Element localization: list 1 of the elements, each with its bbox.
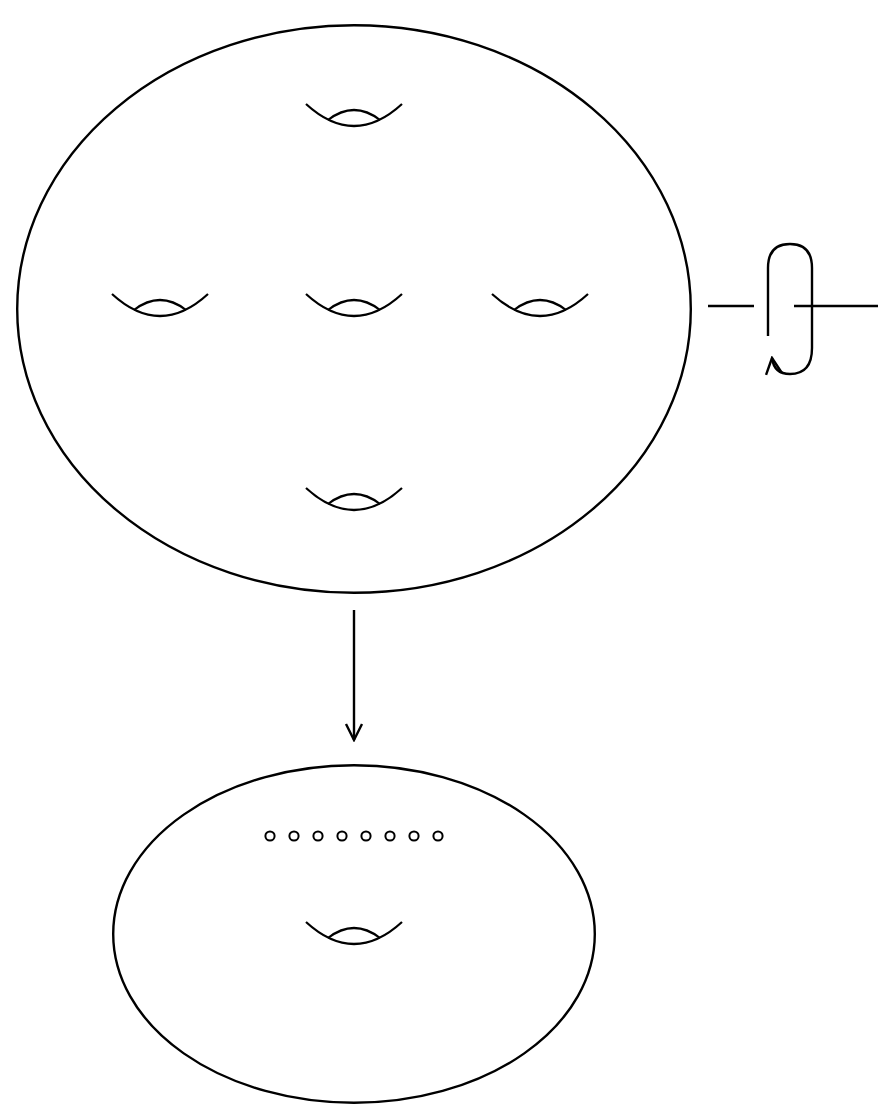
arrow (344, 610, 364, 742)
